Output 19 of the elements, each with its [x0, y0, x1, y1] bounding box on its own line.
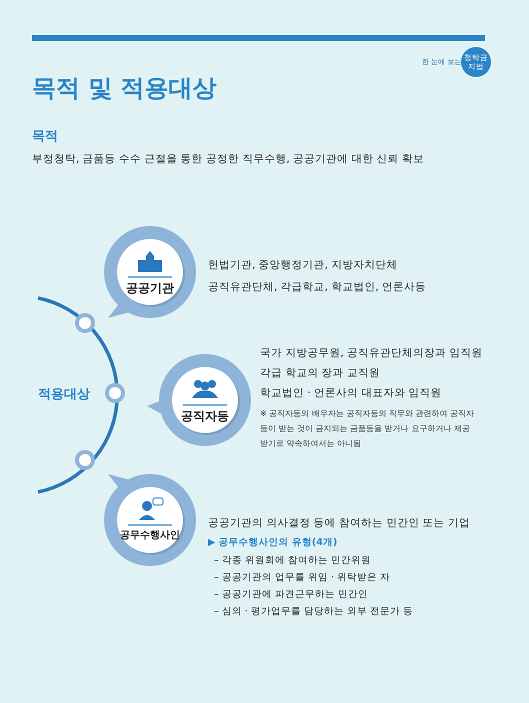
node-label: 공무수행사인	[119, 529, 181, 542]
category-label: 적용대상	[38, 385, 90, 403]
node-label: 공직자등	[180, 408, 230, 425]
subheading-text: ▶ 공무수행사인의 유형(4개)	[208, 536, 338, 549]
list-item: – 각종 위원회에 참여하는 민간위원	[214, 554, 371, 567]
list-item: – 공공기관에 파견근무하는 민간인	[214, 588, 368, 601]
section-heading: 목적	[32, 128, 58, 145]
page-title: 목적 및 적용대상	[32, 73, 217, 104]
description-text: 각급 학교의 장과 교직원	[260, 366, 380, 380]
list-item: – 공공기관의 업무를 위임 · 위탁받은 자	[214, 571, 390, 584]
description-text: 공직유관단체, 각급학교, 학교법인, 언론사등	[208, 280, 426, 294]
description-text: 헌법기관, 중앙행정기관, 지방자치단체	[208, 258, 398, 272]
purpose-text: 부정청탁, 금품등 수수 근절을 통한 공정한 직무수행, 공공기관에 대한 신뢰 확보	[32, 152, 424, 166]
footnote-text: ※ 공직자등의 배우자는 공직자등의 직무와 관련하여 공직자등이 받는 것이 금지되는 금품등을 받거나 요구하거나 제공받기로 약속하여서는 아니됨	[260, 408, 475, 450]
description-text: 공공기관의 의사결정 등에 참여하는 민간인 또는 기업	[208, 516, 470, 530]
node-label: 공공기관	[125, 280, 175, 297]
list-item: – 심의 · 평가업무를 담당하는 외부 전문가 등	[214, 605, 413, 618]
description-text: 학교법인 · 언론사의 대표자와 임직원	[260, 386, 442, 400]
description-text: 국가 지방공무원, 공직유관단체의장과 임직원	[260, 346, 482, 360]
